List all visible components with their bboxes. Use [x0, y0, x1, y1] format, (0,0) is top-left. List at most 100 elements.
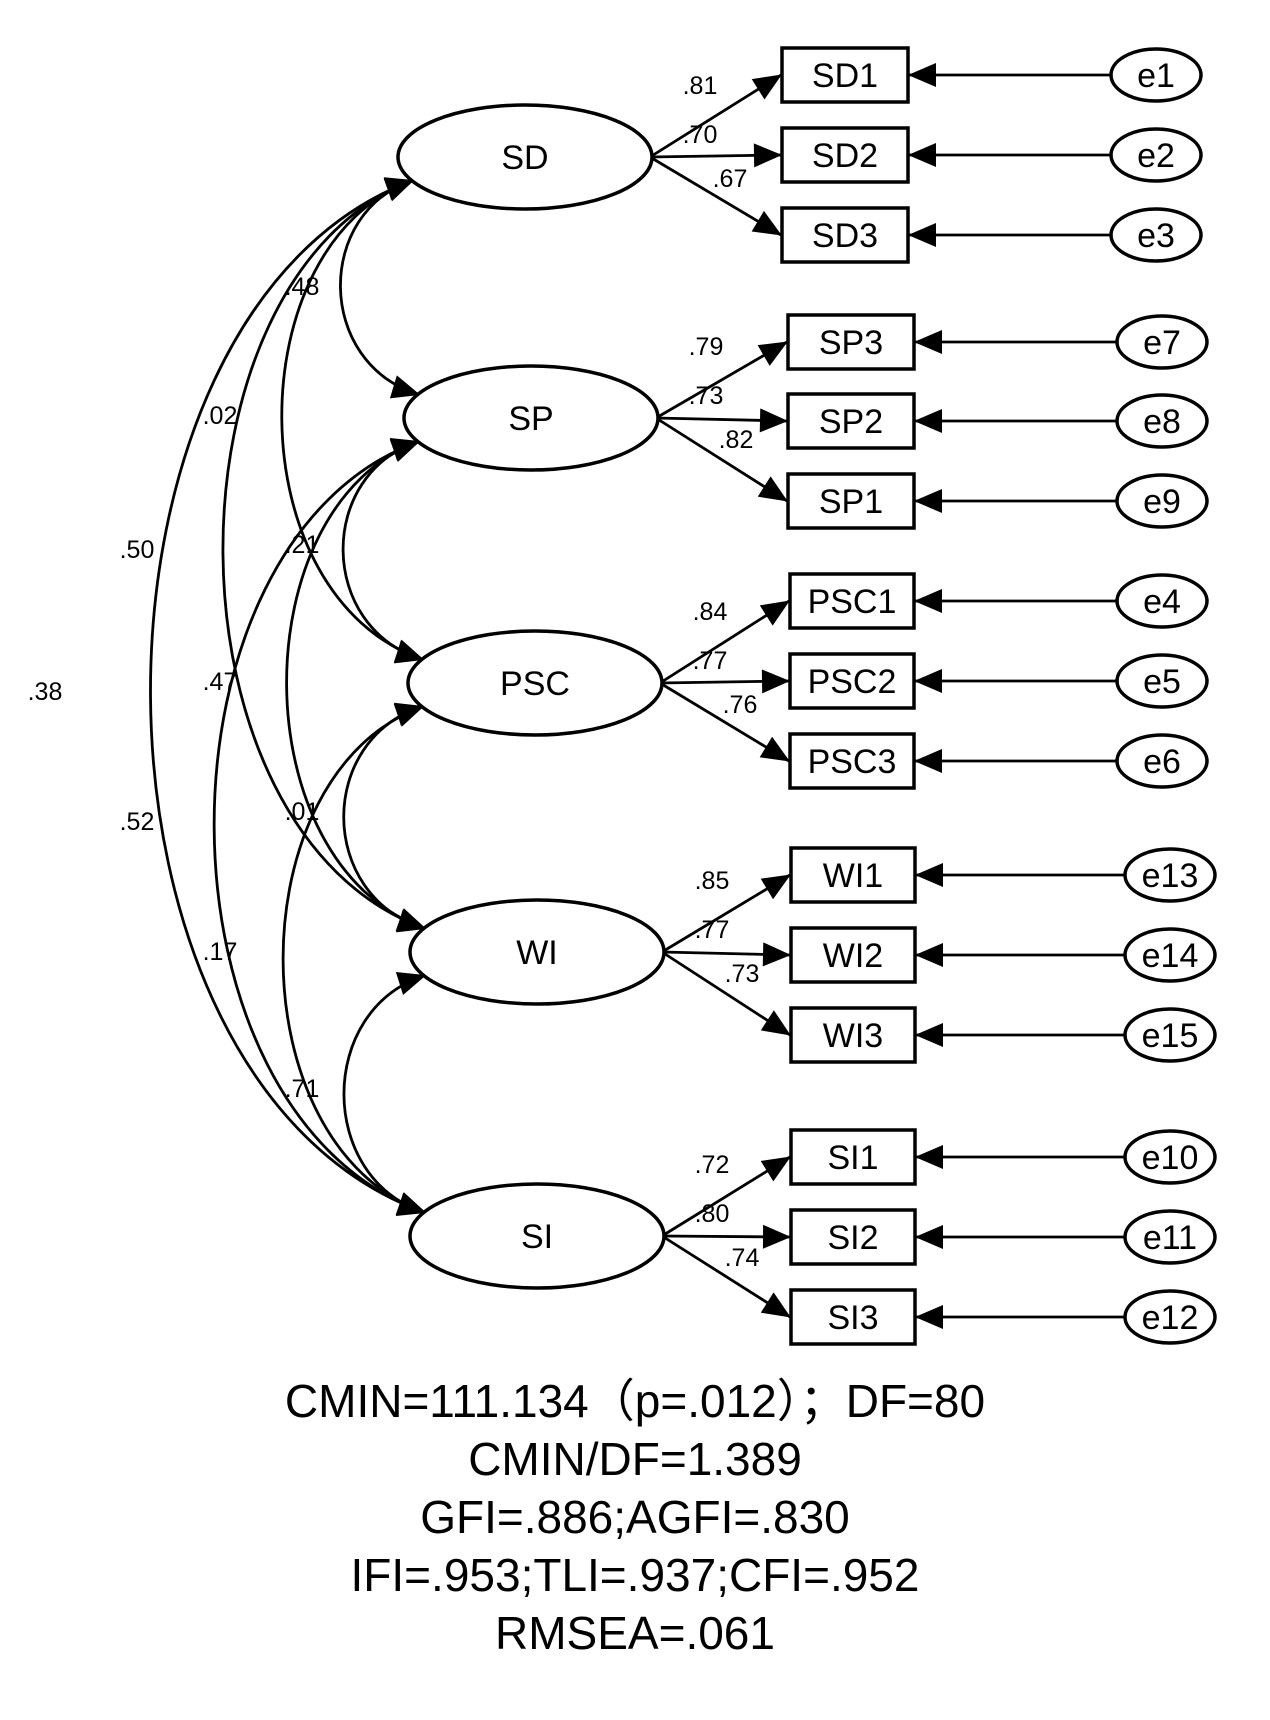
latent-label-sp: SP	[508, 400, 553, 438]
fit-stat-line-2: CMIN/DF=1.389	[468, 1433, 802, 1485]
loading-arrow-sd1	[649, 73, 782, 159]
indicator-label-sp2: SP2	[819, 403, 883, 441]
indicator-si2	[789, 1208, 917, 1266]
error-e2	[1109, 127, 1203, 183]
correlation-label-sd-wi: .50	[120, 536, 155, 564]
indicator-si3	[789, 1288, 917, 1346]
loading-arrow-wi2	[661, 942, 791, 967]
latent-label-si: SI	[521, 1218, 553, 1256]
loading-arrow-psc3	[659, 681, 790, 763]
correlation-arc-psc-wi	[342, 702, 427, 933]
correlation-layer: .48.02.50.38.21.47.52.01.17.71	[28, 177, 427, 1216]
sem-path-diagram: .48.02.50.38.21.47.52.01.17.71 .81.70.67…	[28, 46, 1217, 1346]
loading-label-si2: .80	[695, 1200, 730, 1228]
loading-arrow-sp2	[655, 408, 788, 433]
error-e7	[1115, 314, 1209, 370]
fit-stat-line-1: CMIN=111.134（p=.012）；DF=80	[284, 1375, 986, 1427]
latent-si	[408, 1182, 666, 1290]
loading-label-sd1: .81	[683, 72, 718, 100]
indicator-label-sd2: SD2	[812, 137, 878, 175]
indicator-sp2	[786, 392, 916, 450]
indicator-label-si3: SI3	[827, 1299, 878, 1337]
loading-label-sp3: .79	[689, 333, 724, 361]
loading-label-sd3: .67	[713, 165, 748, 193]
indicator-wi1	[789, 846, 917, 904]
correlation-arc-sd-wi	[221, 178, 427, 931]
error-label-e3: e3	[1137, 217, 1175, 255]
correlation-arc-sd-si	[149, 178, 427, 1215]
error-e4	[1115, 573, 1209, 629]
loading-label-sp1: .82	[719, 426, 754, 454]
indicator-wi3	[789, 1006, 917, 1064]
loading-arrow-si2	[661, 1224, 791, 1249]
correlation-arc-sd-psc	[280, 178, 425, 663]
error-e13	[1123, 847, 1217, 903]
correlation-arc-psc-si	[281, 704, 427, 1215]
indicator-si1	[789, 1128, 917, 1186]
indicator-label-sd1: SD1	[812, 57, 878, 95]
loading-label-sp2: .73	[689, 382, 724, 410]
latent-sp	[402, 364, 660, 472]
error-label-e8: e8	[1143, 403, 1181, 441]
correlation-label-sd-si: .38	[28, 678, 63, 706]
loading-arrow-psc1	[659, 599, 790, 685]
error-label-e13: e13	[1142, 857, 1199, 895]
loading-label-psc2: .77	[693, 647, 728, 675]
error-label-e12: e12	[1142, 1299, 1199, 1337]
latent-label-wi: WI	[516, 934, 558, 972]
indicator-psc3	[788, 732, 916, 790]
latent-label-sd: SD	[501, 139, 548, 177]
loading-label-si1: .72	[695, 1151, 730, 1179]
error-e10	[1123, 1129, 1217, 1185]
error-e12	[1123, 1289, 1217, 1345]
indicator-sd2	[780, 126, 910, 184]
latent-psc	[406, 629, 664, 737]
correlation-label-sp-si: .52	[120, 808, 155, 836]
error-label-e11: e11	[1143, 1219, 1197, 1257]
error-label-e2: e2	[1137, 137, 1175, 175]
loading-label-wi2: .77	[695, 916, 730, 944]
correlation-arc-sp-wi	[285, 439, 427, 932]
error-label-e10: e10	[1142, 1139, 1199, 1177]
indicator-sp3	[786, 313, 916, 371]
indicator-label-wi2: WI2	[823, 937, 883, 975]
correlation-arc-sd-sp	[339, 177, 421, 399]
correlation-arc-sp-si	[212, 439, 427, 1215]
error-e6	[1115, 733, 1209, 789]
correlation-label-psc-si: .17	[203, 938, 238, 966]
error-label-e1: e1	[1137, 57, 1175, 95]
indicator-label-sd3: SD3	[812, 217, 878, 255]
loading-label-wi1: .85	[695, 867, 730, 895]
indicator-label-wi1: WI1	[823, 857, 883, 895]
fit-stat-line-3: GFI=.886;AGFI=.830	[420, 1491, 850, 1543]
indicator-psc2	[788, 652, 916, 710]
loading-arrow-sp3	[655, 340, 788, 420]
loading-arrow-wi1	[661, 873, 791, 954]
loading-arrow-si1	[661, 1155, 791, 1238]
indicator-label-si2: SI2	[827, 1219, 878, 1257]
indicator-label-sp1: SP1	[819, 483, 883, 521]
error-label-e4: e4	[1143, 583, 1181, 621]
correlation-label-wi-si: .71	[285, 1075, 320, 1103]
correlation-arc-wi-si	[342, 972, 427, 1216]
error-label-e9: e9	[1143, 483, 1181, 521]
loading-arrow-si3	[661, 1234, 791, 1319]
error-layer	[908, 63, 1125, 1329]
correlation-arc-sp-psc	[341, 438, 425, 664]
latent-sd	[396, 103, 654, 211]
loading-label-wi3: .73	[725, 960, 760, 988]
loading-arrow-psc2	[659, 669, 790, 694]
loading-label-si3: .74	[725, 1244, 760, 1272]
error-label-e5: e5	[1143, 663, 1181, 701]
indicator-label-wi3: WI3	[823, 1017, 883, 1055]
loading-label-psc1: .84	[693, 598, 728, 626]
indicator-label-sp3: SP3	[819, 324, 883, 362]
error-e3	[1109, 207, 1203, 263]
error-label-e14: e14	[1142, 937, 1199, 975]
loading-layer: .81.70.67.79.73.82.84.77.76.85.77.73.72.…	[649, 72, 791, 1319]
error-label-e6: e6	[1143, 743, 1181, 781]
latent-wi	[408, 898, 666, 1006]
error-e9	[1115, 473, 1209, 529]
error-label-e7: e7	[1143, 324, 1181, 362]
